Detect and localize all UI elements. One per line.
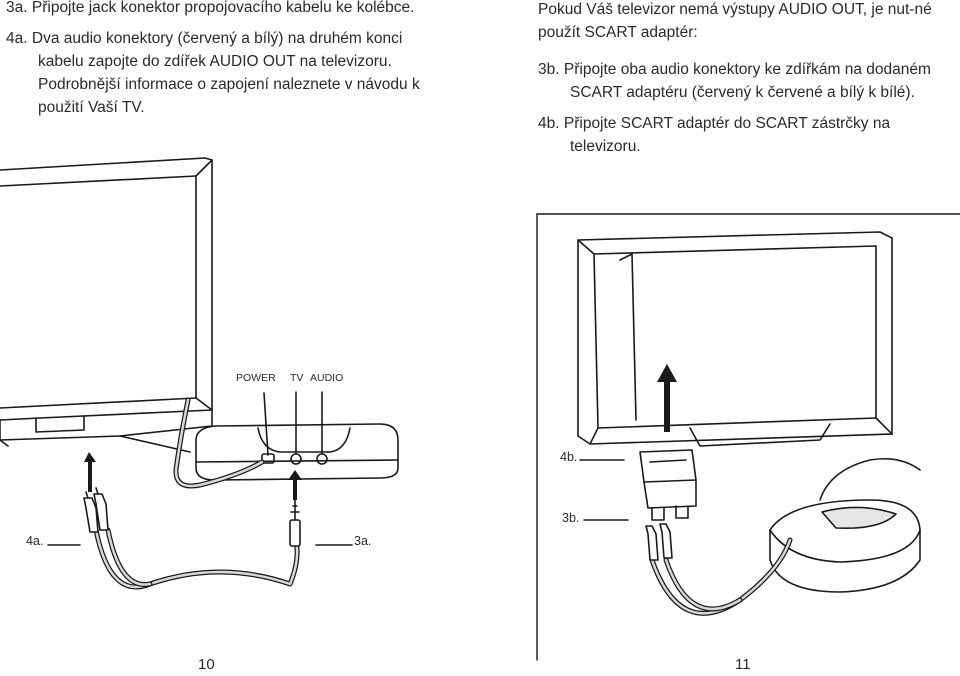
tv-right-illustration — [577, 231, 893, 447]
power-label: POWER — [236, 372, 276, 384]
rca-plugs-right — [645, 523, 673, 561]
step-4a: 4a. Dva audio konektory (červený a bílý)… — [6, 27, 426, 119]
left-instructions: 3a. Připojte jack konektor propojovacího… — [6, 0, 426, 119]
jack-plug-left — [289, 499, 301, 547]
step-4b: 4b. Připojte SCART adaptér do SCART zást… — [538, 112, 948, 158]
rca-plugs-left — [83, 487, 109, 533]
right-instructions: Pokud Váš televizor nemá výstupy AUDIO O… — [538, 0, 948, 158]
page-number-right: 11 — [735, 656, 751, 673]
callout-4a: 4a. — [26, 534, 43, 548]
step-text: Připojte oba audio konektory ke zdířkám … — [563, 61, 931, 101]
step-text: Připojte jack konektor propojovacího kab… — [31, 0, 415, 16]
tv-left-illustration — [0, 157, 213, 453]
step-text: Připojte SCART adaptér do SCART zástrčky… — [563, 115, 891, 155]
step-number: 3a. — [6, 0, 28, 16]
audio-label: AUDIO — [310, 372, 343, 384]
page-number-left: 10 — [198, 656, 215, 673]
tv-label: TV — [290, 372, 303, 384]
callout-3a: 3a. — [354, 534, 371, 548]
scart-adapter-illustration — [639, 449, 697, 521]
cable-right-illustration — [649, 457, 921, 616]
step-number: 4b. — [538, 115, 560, 132]
cable-left-illustration — [93, 397, 300, 590]
speaker-base-illustration — [769, 499, 921, 593]
callout-3b: 3b. — [562, 511, 579, 525]
cradle-illustration — [195, 391, 399, 481]
step-number: 3b. — [538, 61, 560, 78]
callout-4b: 4b. — [560, 450, 577, 464]
step-3a: 3a. Připojte jack konektor propojovacího… — [6, 0, 426, 19]
arrows — [84, 364, 677, 500]
step-3b: 3b. Připojte oba audio konektory ke zdíř… — [538, 58, 948, 104]
scart-intro: Pokud Váš televizor nemá výstupy AUDIO O… — [538, 1, 932, 41]
step-number: 4a. — [6, 30, 28, 47]
step-text: Dva audio konektory (červený a bílý) na … — [31, 30, 420, 116]
